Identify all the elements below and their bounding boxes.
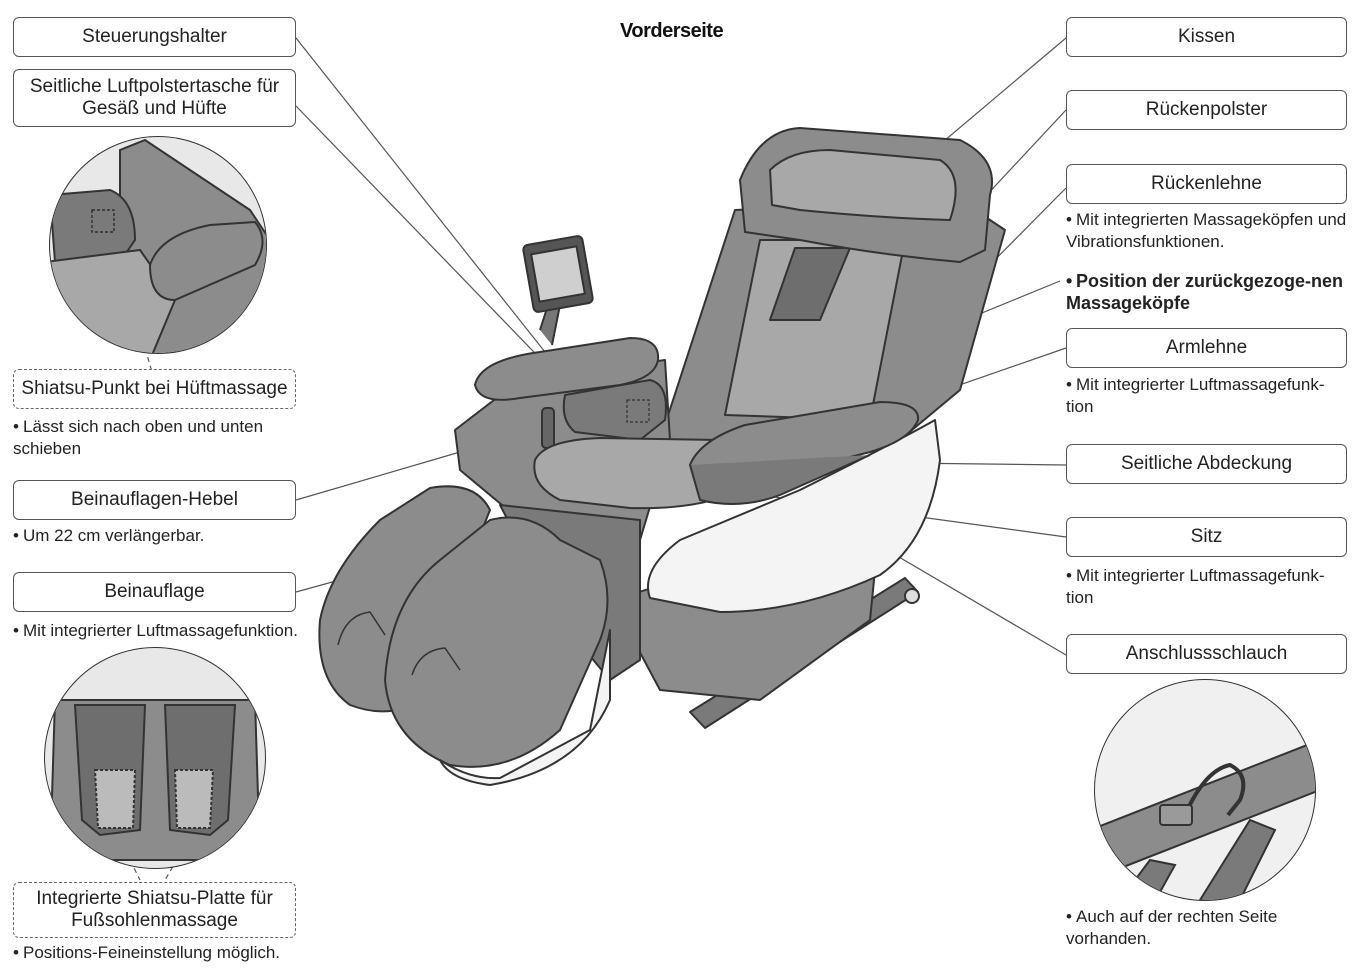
chair-shiatsu-point bbox=[626, 399, 650, 423]
chair-lever bbox=[541, 407, 555, 449]
inset-shiatsu-plate-right bbox=[173, 769, 215, 829]
note-sitz: •Mit integrierter Luftmassagefunk-tion bbox=[1066, 566, 1325, 607]
chair-pillow-inner bbox=[769, 149, 957, 221]
foot-detail-inset bbox=[44, 647, 266, 869]
inset-frame-bar bbox=[1095, 738, 1315, 882]
label-sitz: Sitz bbox=[1066, 517, 1347, 557]
label-rueckenlehne: Rückenlehne bbox=[1066, 164, 1347, 204]
inset-frame-leg bbox=[1198, 818, 1277, 900]
note-armlehne: •Mit integrierter Luftmassagefunk-tion bbox=[1066, 375, 1325, 416]
chair-right-side-cover bbox=[647, 419, 941, 613]
note-anschlussschlauch: •Auch auf der rechten Seite vorhanden. bbox=[1066, 907, 1278, 948]
inset-shiatsu-point bbox=[91, 209, 115, 233]
chair-back-massage-track bbox=[769, 247, 851, 321]
hose-detail-inset bbox=[1094, 679, 1316, 901]
chair-hip-airbag bbox=[562, 379, 667, 441]
chair-wheel bbox=[904, 588, 920, 604]
note-rueckenlehne: •Mit integrierten Massageköpfen und Vibr… bbox=[1066, 210, 1347, 251]
label-armlehne: Armlehne bbox=[1066, 328, 1347, 368]
note-beinauflagen-hebel: •Um 22 cm verlängerbar. bbox=[13, 526, 205, 545]
massage-chair bbox=[318, 127, 1006, 786]
chair-right-armrest-lower bbox=[689, 454, 871, 505]
note-shiatsu-hueftmassage: •Lässt sich nach oben und unten schieben bbox=[13, 417, 264, 458]
note-shiatsu-platte: •Positions-Feineinstellung möglich. bbox=[13, 943, 281, 962]
label-luftpolstertasche: Seitliche Luftpolstertasche für Gesäß un… bbox=[13, 69, 296, 127]
label-shiatsu-hueftmassage: Shiatsu-Punkt bei Hüftmassage bbox=[13, 369, 296, 409]
label-beinauflagen-hebel: Beinauflagen-Hebel bbox=[13, 480, 296, 520]
inset-armrest-pad bbox=[148, 220, 264, 302]
hip-detail-inset bbox=[49, 136, 267, 354]
note-beinauflage: •Mit integrierter Luftmassagefunktion. bbox=[13, 621, 298, 640]
chair-leg-rest-left bbox=[318, 485, 491, 713]
label-rueckenpolster: Rückenpolster bbox=[1066, 90, 1347, 130]
label-kissen: Kissen bbox=[1066, 17, 1347, 57]
chair-leg-rest-bottom bbox=[439, 629, 611, 786]
inset-hose-connector bbox=[1159, 804, 1193, 826]
label-anschlussschlauch: Anschlussschlauch bbox=[1066, 634, 1347, 674]
diagram-title: Vorderseite bbox=[620, 20, 724, 42]
label-seitliche-abdeckung: Seitliche Abdeckung bbox=[1066, 444, 1347, 484]
inset-shiatsu-plate-left bbox=[93, 769, 137, 829]
label-beinauflage: Beinauflage bbox=[13, 572, 296, 612]
note-position-massagekoepfe: •Position der zurückgezoge-nen Massagekö… bbox=[1066, 271, 1344, 313]
inset-hose bbox=[1183, 762, 1246, 817]
chair-left-armrest bbox=[474, 337, 660, 401]
label-shiatsu-platte: Integrierte Shiatsu-Platte für Fußsohlen… bbox=[13, 882, 296, 938]
label-steuerungshalter: Steuerungshalter bbox=[13, 17, 296, 57]
